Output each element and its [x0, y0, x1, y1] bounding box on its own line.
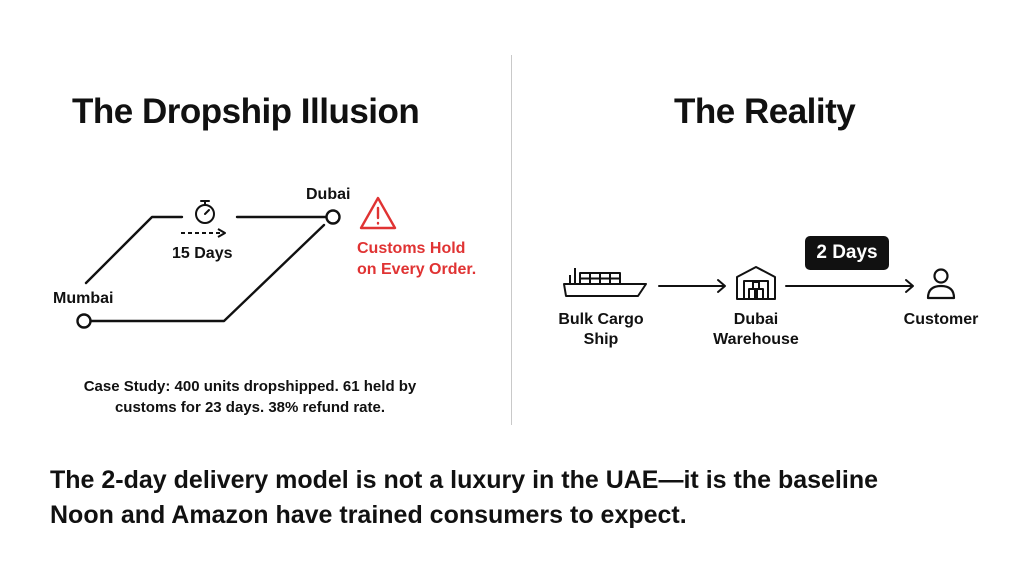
- dropship-illusion-title: The Dropship Illusion: [72, 92, 420, 131]
- warning-icon: [359, 196, 397, 230]
- step-label-warehouse-line-1: Dubai: [733, 311, 779, 328]
- upper-route-line: [84, 215, 335, 285]
- warehouse-icon: [736, 266, 776, 300]
- step-label-ship: Bulk Cargo Ship: [546, 310, 656, 350]
- cargo-ship-icon: [563, 268, 647, 297]
- delivery-time-badge: 2 Days: [805, 236, 889, 270]
- mumbai-node: [76, 313, 92, 329]
- mumbai-label: Mumbai: [53, 290, 114, 307]
- lower-route-line: [89, 223, 326, 323]
- takeaway-line-2: Noon and Amazon have trained consumers t…: [50, 501, 687, 529]
- step-label-customer-line-1: Customer: [903, 311, 979, 328]
- flow-arrow-1: [658, 279, 726, 293]
- person-icon: [926, 268, 956, 300]
- flow-arrow-2: [785, 279, 914, 293]
- dubai-node: [325, 209, 341, 225]
- customs-warning-text: Customs Hold on Every Order.: [357, 238, 476, 280]
- step-label-warehouse-line-2: Warehouse: [713, 331, 799, 348]
- dashed-arrow-icon: [181, 228, 226, 238]
- transit-time-label: 15 Days: [172, 245, 233, 262]
- case-study-line-1: Case Study: 400 units dropshipped. 61 he…: [83, 378, 417, 395]
- stopwatch-icon: [195, 200, 215, 224]
- step-label-ship-line-1: Bulk Cargo: [558, 311, 644, 328]
- step-label-ship-line-2: Ship: [583, 331, 619, 348]
- key-takeaway: The 2-day delivery model is not a luxury…: [50, 463, 1010, 533]
- case-study-line-2: customs for 23 days. 38% refund rate.: [114, 399, 386, 416]
- step-label-customer: Customer: [886, 310, 996, 330]
- step-label-warehouse: Dubai Warehouse: [701, 310, 811, 350]
- reality-title: The Reality: [674, 92, 856, 131]
- case-study-note: Case Study: 400 units dropshipped. 61 he…: [40, 376, 460, 418]
- takeaway-line-1: The 2-day delivery model is not a luxury…: [50, 466, 878, 494]
- customs-warning-line-1: Customs Hold: [357, 240, 466, 257]
- customs-warning-line-2: on Every Order.: [357, 261, 477, 278]
- dropship-route: [84, 215, 335, 323]
- center-divider: [511, 55, 512, 425]
- dubai-label: Dubai: [306, 186, 351, 203]
